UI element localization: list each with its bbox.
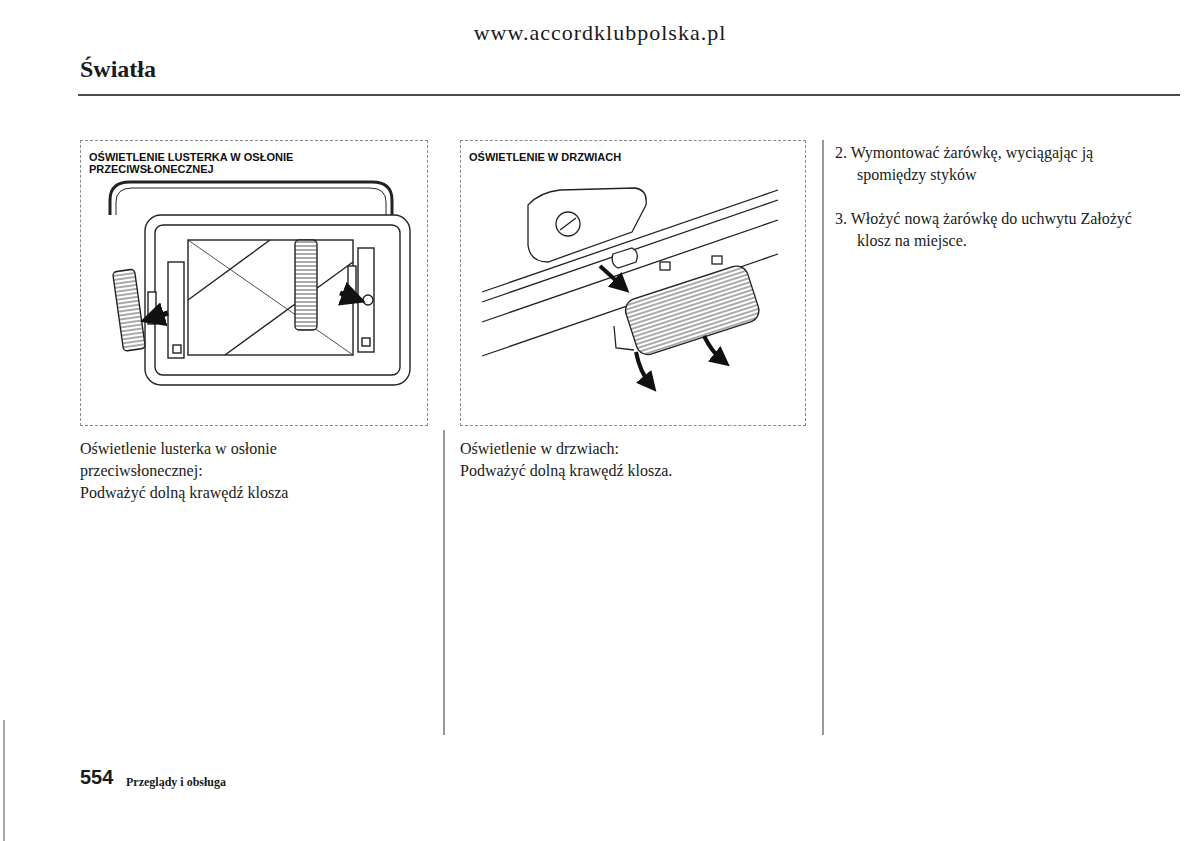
direction-arrow xyxy=(636,352,650,384)
step-text: 3. Włożyć nową żarówkę do uchwytu Założy… xyxy=(835,208,1157,252)
direction-arrow xyxy=(704,336,722,360)
body-text: Podważyć dolną krawędź klosza. xyxy=(460,460,800,482)
column-divider xyxy=(823,140,824,735)
panel-heading: OŚWIETLENIE LUSTERKA W OSŁONIE PRZECIWSŁ… xyxy=(89,151,359,175)
door-light-illustration xyxy=(482,188,778,358)
body-text: Podważyć dolną krawędź klosza xyxy=(80,482,420,504)
column-divider xyxy=(444,430,445,735)
sun-visor-illustration xyxy=(110,182,410,385)
section-title: Światła xyxy=(80,56,156,83)
body-text: Oświetlenie lusterka w osłonie przeciwsł… xyxy=(80,438,380,482)
direction-arrow xyxy=(600,266,622,286)
figure-panel: OŚWIETLENIE LUSTERKA W OSŁONIE PRZECIWSŁ… xyxy=(80,140,428,426)
figure-panel: OŚWIETLENIE W DRZWIACH xyxy=(460,140,806,426)
header-rule xyxy=(78,94,1180,96)
margin-mark xyxy=(4,720,5,841)
footer-text: Przeglądy i obsługa xyxy=(126,775,326,790)
step-text: 2. Wymontować żarówkę, wyciągając ją spo… xyxy=(835,142,1157,186)
body-text: Oświetlenie w drzwiach: xyxy=(460,438,800,460)
direction-arrow xyxy=(152,313,168,318)
panel-heading: OŚWIETLENIE W DRZWIACH xyxy=(469,151,789,163)
watermark: www.accordklubpolska.pl xyxy=(0,20,1200,46)
direction-arrow xyxy=(340,293,354,298)
